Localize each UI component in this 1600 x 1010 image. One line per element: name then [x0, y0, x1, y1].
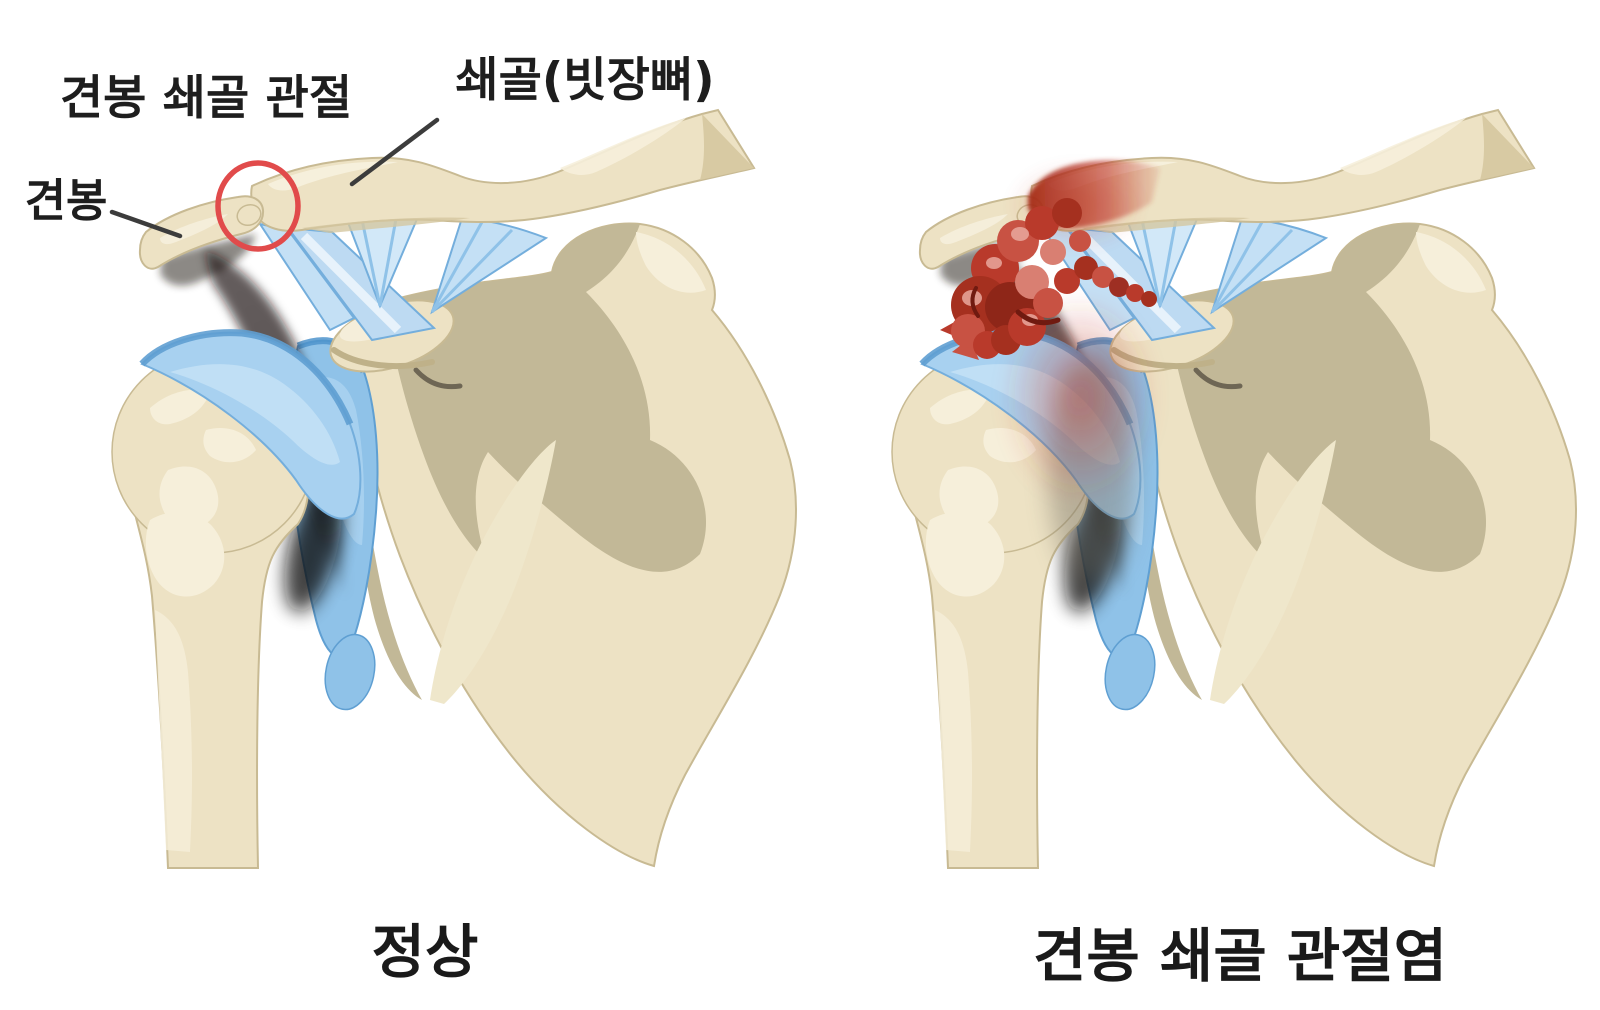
caption-arthritis: 견봉 쇄골 관절염: [1033, 922, 1447, 990]
panel-arthritis: 견봉 쇄골 관절염: [892, 110, 1576, 990]
ac-joint-ring-annotation: [215, 160, 301, 252]
inflammation-overlay: [940, 160, 1160, 585]
clavicle-label: 쇄골(빗장뼈): [455, 53, 714, 108]
inflammation-glow-lower: [1002, 293, 1158, 503]
panel-normal: 견봉 쇄골 관절 쇄골(빗장뼈) 견봉 정상: [25, 53, 796, 986]
caption-normal: 정상: [372, 918, 479, 986]
acromion-leader-line: [109, 209, 183, 239]
ac-joint-label: 견봉 쇄골 관절: [60, 71, 352, 126]
osteophyte-lumps: [940, 198, 1157, 360]
clavicle-leader-line: [349, 117, 440, 187]
acromion-label: 견봉: [25, 174, 108, 227]
